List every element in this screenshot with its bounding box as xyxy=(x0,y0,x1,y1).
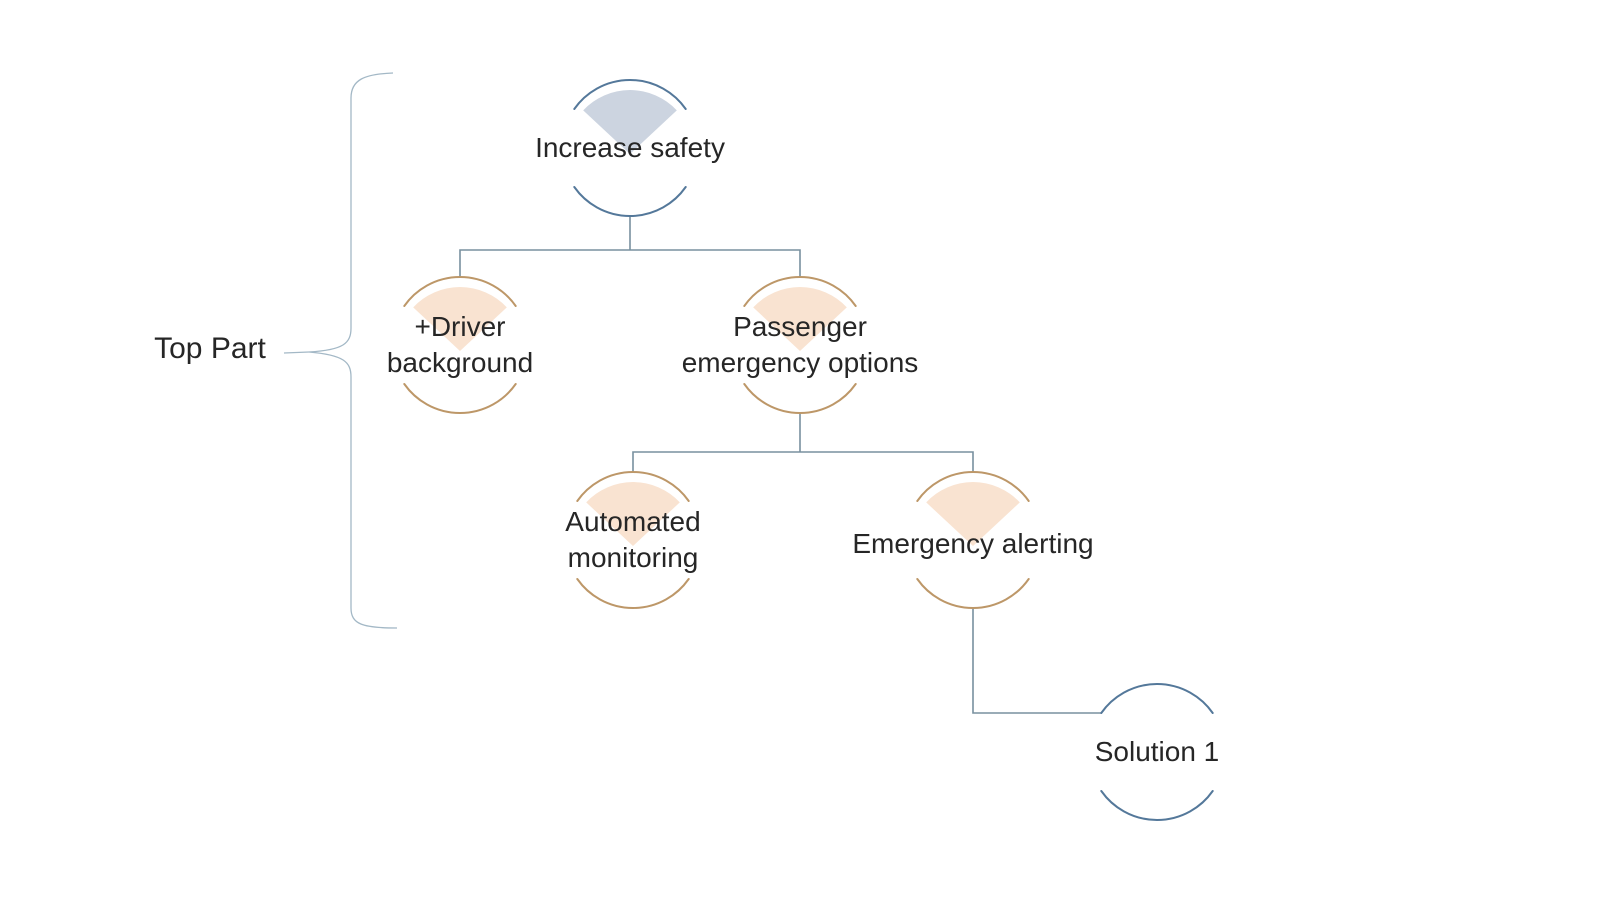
connector-level1-branch xyxy=(459,249,801,277)
node-passenger-emergency-options[interactable]: Passenger emergency options xyxy=(682,276,919,414)
brace-label: Top Part xyxy=(154,332,266,365)
curly-brace xyxy=(308,72,398,629)
node-fan-shape xyxy=(753,287,847,351)
node-label-line2: emergency options xyxy=(682,347,919,378)
node-label-line2: monitoring xyxy=(568,542,699,573)
node-fan-shape xyxy=(583,90,677,154)
node-label-line1: Automated xyxy=(565,506,700,537)
node-top-arc xyxy=(743,276,857,307)
node-bottom-arc xyxy=(743,383,857,414)
node-top-arc xyxy=(573,79,687,110)
node-top-arc xyxy=(403,276,517,307)
node-label: Solution 1 xyxy=(1095,736,1220,767)
node-increase-safety[interactable]: Increase safety xyxy=(535,79,725,217)
brace-leader-line xyxy=(283,351,310,354)
node-label-line1: +Driver xyxy=(414,311,505,342)
node-fan-shape xyxy=(586,482,680,546)
connector-solution-elbow xyxy=(972,609,1102,714)
node-bottom-arc xyxy=(573,186,687,217)
node-emergency-alerting[interactable]: Emergency alerting xyxy=(852,471,1094,609)
node-bottom-arc xyxy=(1100,790,1214,821)
node-automated-monitoring[interactable]: Automated monitoring xyxy=(565,471,701,609)
node-bottom-arc xyxy=(576,578,690,609)
node-driver-background[interactable]: +Driver background xyxy=(387,276,533,414)
node-label-line2: background xyxy=(387,347,533,378)
node-top-arc xyxy=(576,471,690,502)
connector-level2-branch xyxy=(632,451,974,472)
node-top-arc xyxy=(916,471,1030,502)
node-bottom-arc xyxy=(403,383,517,414)
node-fan-shape xyxy=(926,482,1020,546)
node-label: Emergency alerting xyxy=(852,528,1093,559)
connectors xyxy=(459,216,1102,714)
brace-annotation: Top Part xyxy=(154,72,398,629)
node-label: Increase safety xyxy=(535,132,725,163)
node-label-line1: Passenger xyxy=(733,311,867,342)
node-solution-1[interactable]: Solution 1 xyxy=(1095,683,1220,821)
node-fan-shape xyxy=(413,287,507,351)
node-top-arc xyxy=(1100,683,1214,714)
node-bottom-arc xyxy=(916,578,1030,609)
